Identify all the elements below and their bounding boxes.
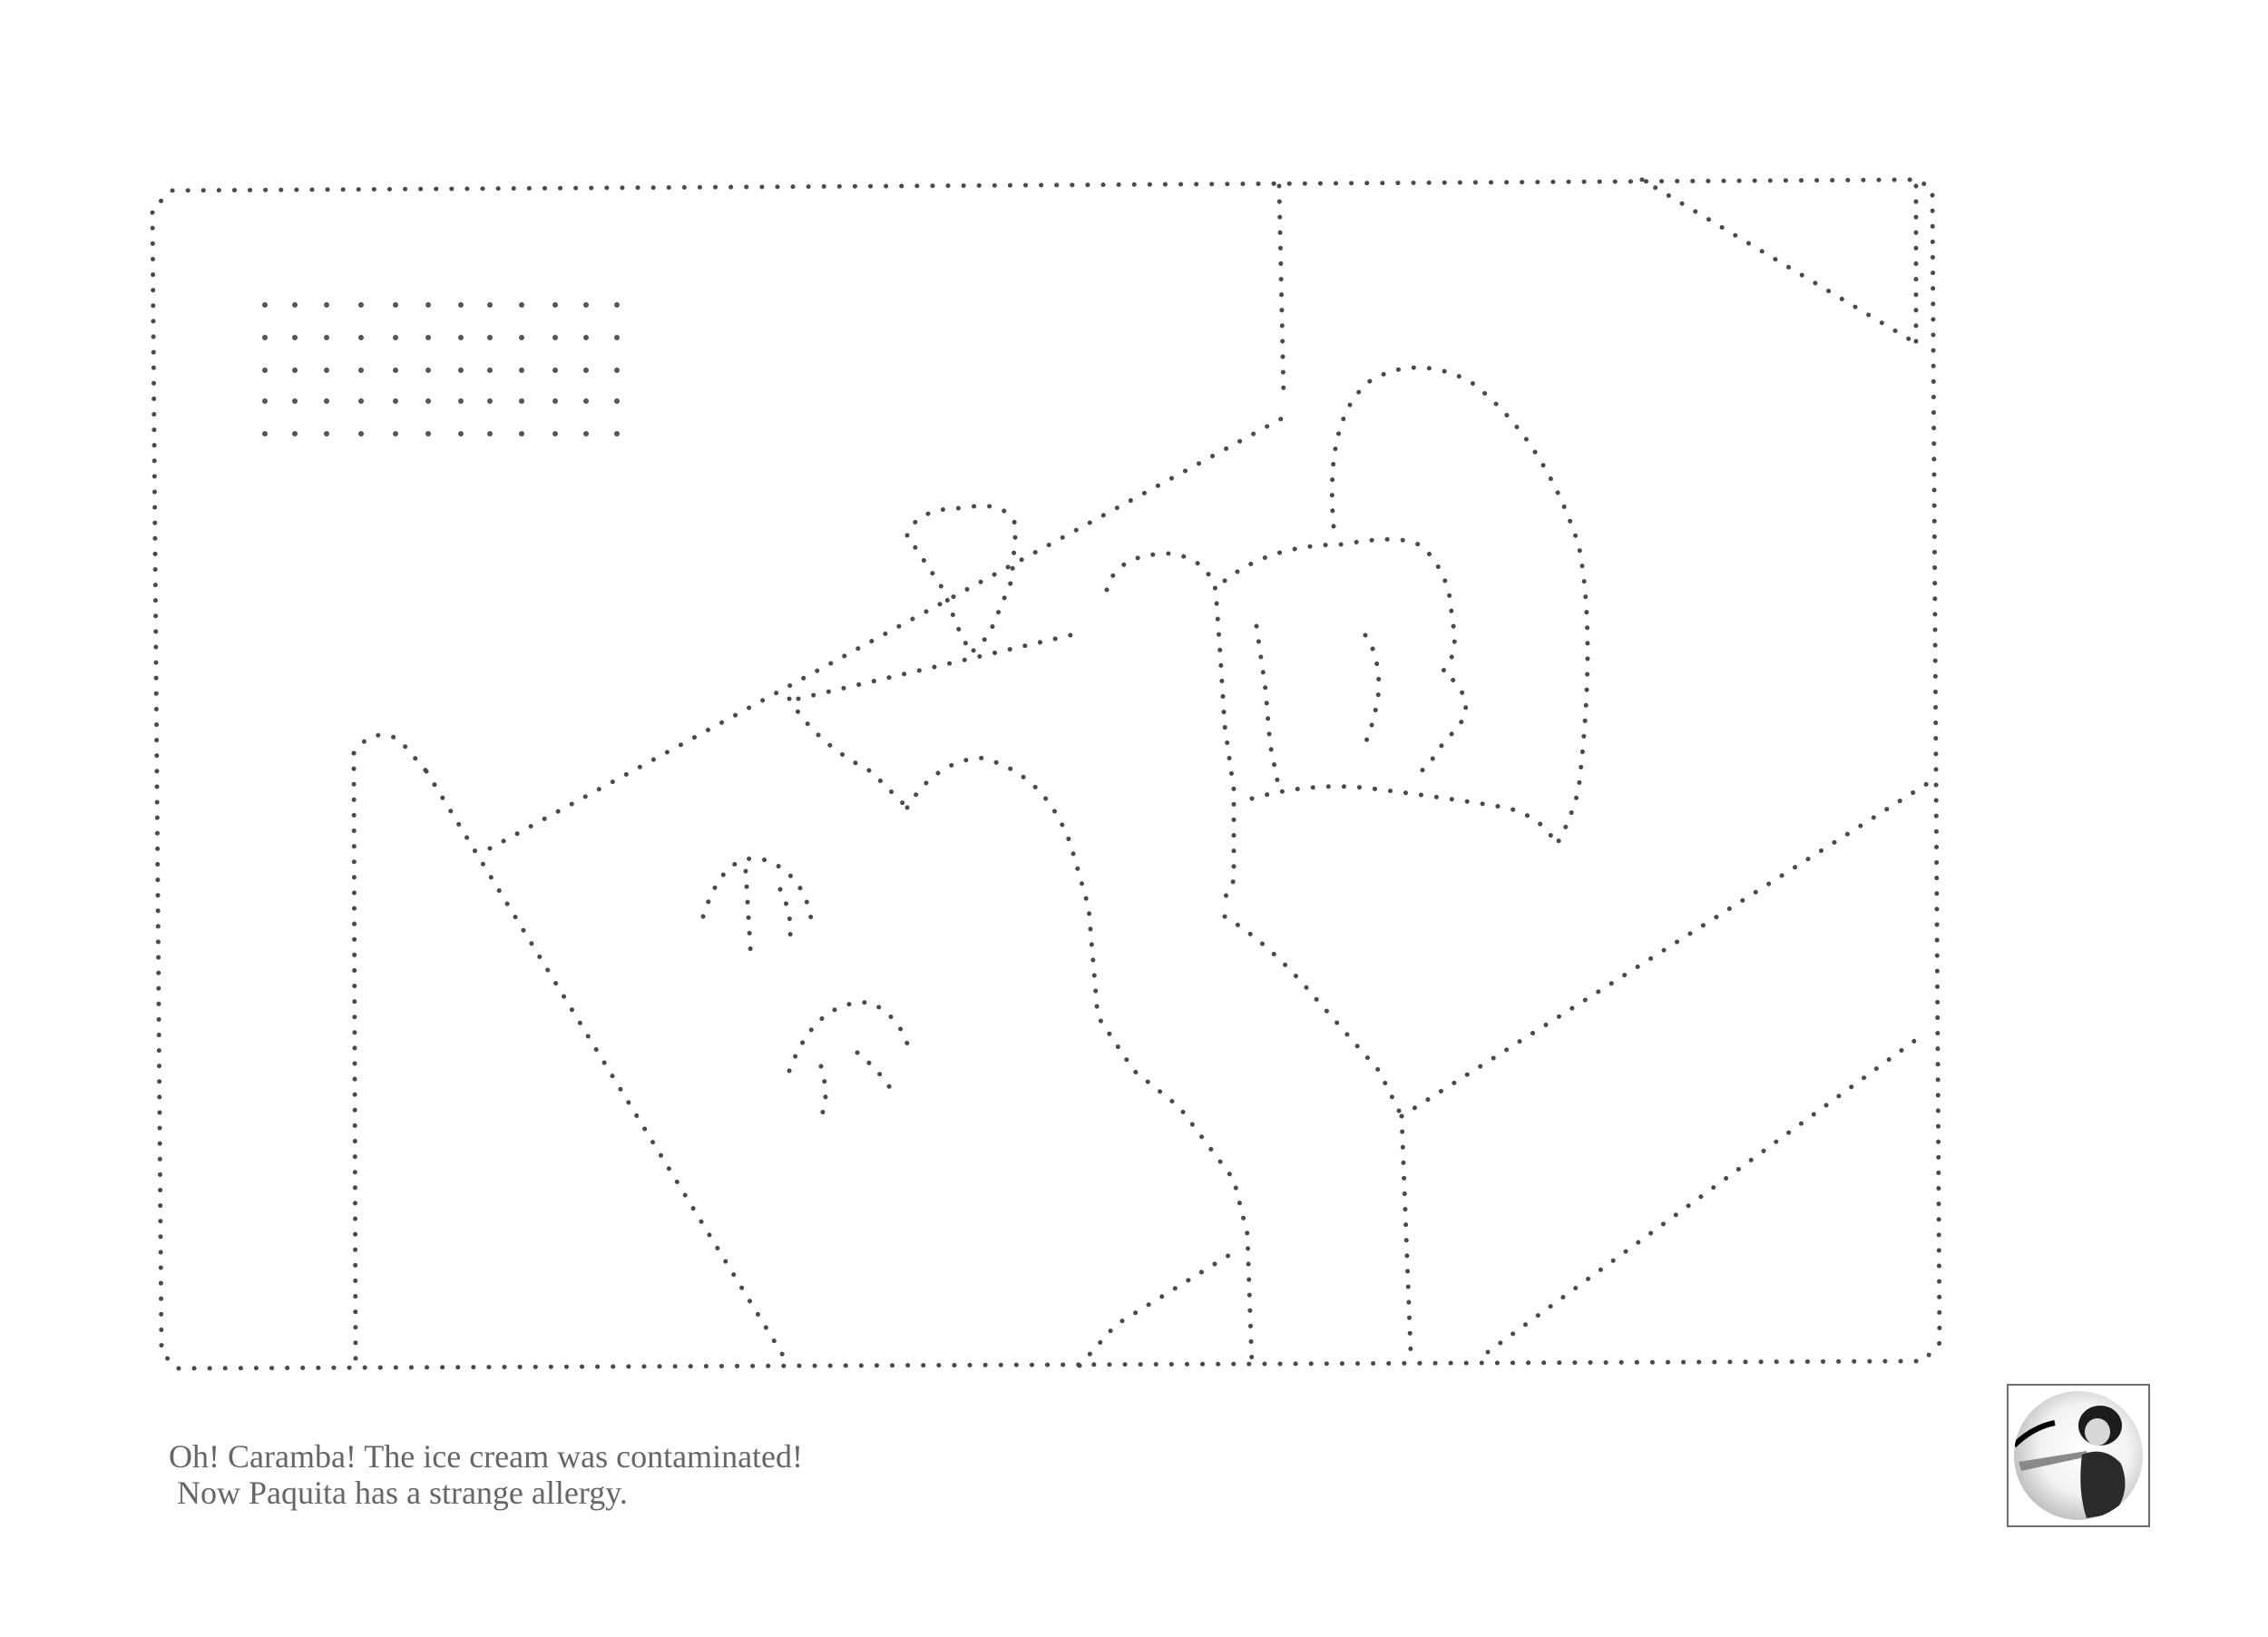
arm-left <box>787 696 910 810</box>
ceiling-diagonal <box>1639 177 1921 348</box>
sneeze-arc-1 <box>700 856 815 928</box>
caption-line-2: Now Paquita has a strange allergy. <box>169 1475 628 1511</box>
outer-frame <box>150 177 1942 1371</box>
neck-line <box>1222 914 1404 1119</box>
bed-lower <box>1485 1032 1926 1355</box>
thumbnail-photo[interactable] <box>2007 1384 2150 1527</box>
leg-line <box>1077 1250 1237 1368</box>
chin-neck <box>1249 784 1559 847</box>
face-outline <box>1104 551 1237 910</box>
face-front <box>1222 536 1469 779</box>
sneeze-arc-1b <box>743 868 754 965</box>
face-detail <box>1254 623 1282 792</box>
thumbnail-lens <box>2014 1391 2143 1520</box>
hair-big <box>1329 365 1590 856</box>
beam-lower <box>796 632 1073 701</box>
right-panel-edge <box>1276 183 1286 402</box>
door-diagonal <box>424 769 792 1368</box>
sneeze-arc-2 <box>787 1000 910 1073</box>
caption: Oh! Caramba! The ice cream was contamina… <box>169 1438 1348 1511</box>
person-photo-icon <box>2014 1406 2126 1518</box>
bed-leg <box>1399 1113 1413 1355</box>
beam-upper <box>487 415 1286 851</box>
body-outline <box>904 755 1255 1368</box>
sneeze-arc-2c <box>855 1050 896 1096</box>
raised-hand <box>904 504 1019 658</box>
door-left-edge <box>351 750 358 1368</box>
sneeze-arc-1c <box>777 887 793 946</box>
eye-detail <box>1358 632 1382 756</box>
door-top <box>351 732 429 774</box>
caption-line-1: Oh! Caramba! The ice cream was contamina… <box>169 1438 804 1475</box>
pattern-block <box>262 302 620 436</box>
sneeze-arc-2b <box>818 1064 828 1119</box>
bed-upper <box>1399 778 1935 1119</box>
